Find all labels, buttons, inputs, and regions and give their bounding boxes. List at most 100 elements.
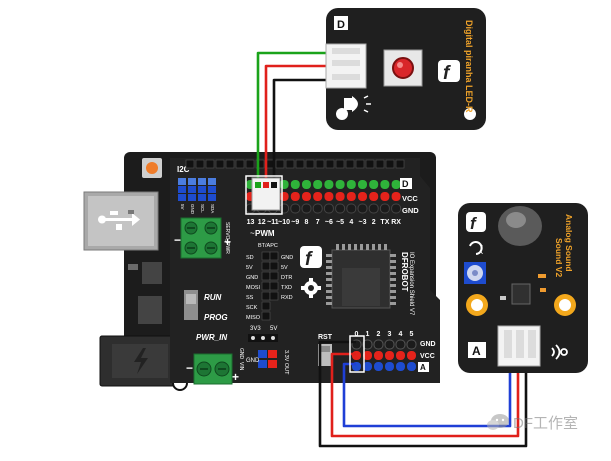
digital-vcc-pin — [335, 192, 345, 201]
i2c-label: I2C — [177, 165, 190, 174]
sound-module-name-1: Analog Sound — [564, 214, 574, 272]
digital-vcc-pin — [279, 192, 289, 201]
digital-gnd-pin — [391, 203, 402, 214]
female-header-slot — [395, 159, 405, 169]
i2c-pin-label: SDA — [210, 204, 215, 213]
bt-pin — [261, 251, 271, 261]
gear-icon — [301, 278, 321, 298]
bt-left-label: GND — [246, 275, 258, 281]
bt-right-label: RXD — [281, 295, 293, 301]
power-jack — [99, 335, 177, 387]
female-header-slot — [375, 159, 385, 169]
i2c-pin — [178, 194, 186, 201]
female-header-slot — [365, 159, 375, 169]
digital-vcc-pin — [346, 192, 356, 201]
digital-gnd-pin — [346, 203, 357, 214]
analog-signal-pin — [385, 362, 394, 371]
digital-pin-label: 4 — [349, 219, 353, 226]
chip-pin — [342, 244, 345, 250]
chip-pin — [390, 302, 396, 305]
digital-vcc-pin — [358, 192, 367, 201]
i2c-pin — [188, 186, 196, 193]
lightning-icon — [134, 348, 148, 374]
wire-sound-vcc — [330, 352, 520, 438]
analog-vcc-pin — [374, 351, 383, 360]
analog-gnd-pin — [362, 339, 373, 350]
digital-signal-pin — [358, 180, 367, 189]
bt-left-label: SD — [246, 255, 254, 261]
chip-pin — [390, 278, 396, 281]
led-module-name: Digital piranha LED-R — [464, 20, 474, 113]
chip-pin — [326, 284, 332, 287]
digital-pin-label: 2 — [372, 219, 376, 226]
chip-pin — [336, 244, 339, 250]
sound-module-connector — [497, 325, 541, 367]
bt-apc-header — [261, 251, 279, 321]
bt-right-label: DTR — [281, 275, 292, 281]
digital-gnd-pin — [368, 203, 379, 214]
i2c-pin-label: GND — [190, 204, 195, 215]
chip-pin — [390, 296, 396, 299]
svg-text:f: f — [470, 214, 478, 233]
potentiometer — [464, 262, 486, 284]
digital-vcc-pin — [391, 192, 401, 201]
chip-pin — [372, 244, 375, 250]
servo-power-terminal — [180, 217, 222, 259]
analog0-highlight — [349, 335, 365, 373]
digital-signal-pin — [335, 180, 345, 189]
dfrobot-logo-icon: f — [300, 246, 322, 270]
bt-pin — [261, 291, 271, 301]
analog-vcc-pin — [407, 351, 416, 360]
wire-led-vcc — [264, 64, 332, 192]
chip-pin — [378, 244, 381, 250]
sound-wave-icon — [551, 344, 568, 360]
female-header-slot — [195, 159, 205, 169]
digital-gnd-pin — [279, 203, 290, 214]
svg-text:f: f — [443, 63, 451, 84]
pwr-in-gnd-label: GND — [238, 348, 244, 360]
svg-text:−: − — [186, 361, 193, 375]
i2c-pin-label: 5V — [180, 204, 185, 210]
chip-pin — [390, 284, 396, 287]
pwm-label: PWM — [255, 229, 275, 238]
analog-label-vcc: VCC — [420, 353, 435, 360]
female-header-slot — [225, 159, 235, 169]
analog-label-a: A — [420, 363, 426, 372]
analog-pin-label: 2 — [377, 331, 381, 338]
chip-pin — [390, 272, 396, 275]
analog-label-gnd: GND — [420, 341, 436, 348]
female-header-slot — [205, 159, 215, 169]
usb-port — [83, 191, 159, 251]
digital-pin-label: 7 — [316, 219, 320, 226]
header-label-vcc: VCC — [402, 194, 418, 203]
female-header-slot — [185, 159, 195, 169]
chip-pin — [384, 244, 387, 250]
analog-pin-label: 3 — [388, 331, 392, 338]
bt-pin — [269, 261, 279, 271]
female-header-slot — [255, 159, 265, 169]
female-header-slot — [385, 159, 395, 169]
pwr-in-label: PWR_IN — [196, 333, 227, 342]
female-header-slot — [325, 159, 335, 169]
digital-header — [185, 159, 405, 214]
digital-pin-label: ~9 — [291, 219, 299, 226]
analog-signal-pin — [396, 362, 405, 371]
i2c-pin — [208, 178, 216, 185]
pwr-in-vin-label: VIN — [238, 362, 244, 371]
brand-label: DFROBOT — [400, 252, 409, 292]
bt-pin — [261, 281, 271, 291]
digital-gnd-pin — [312, 203, 323, 214]
i2c-pin — [178, 178, 186, 185]
out-header — [258, 350, 277, 368]
chip-pin — [390, 266, 396, 269]
bt-right-label: TXD — [281, 285, 292, 291]
pwr-in-terminal — [193, 353, 233, 385]
i2c-pin — [188, 194, 196, 201]
pwm-tilde: ~ — [250, 229, 255, 238]
digital-pin-label: ~5 — [336, 219, 344, 226]
female-header-slot — [275, 159, 285, 169]
analog-vcc-pin — [385, 351, 394, 360]
bt-pin — [269, 291, 279, 301]
digital-gnd-pin — [290, 203, 301, 214]
